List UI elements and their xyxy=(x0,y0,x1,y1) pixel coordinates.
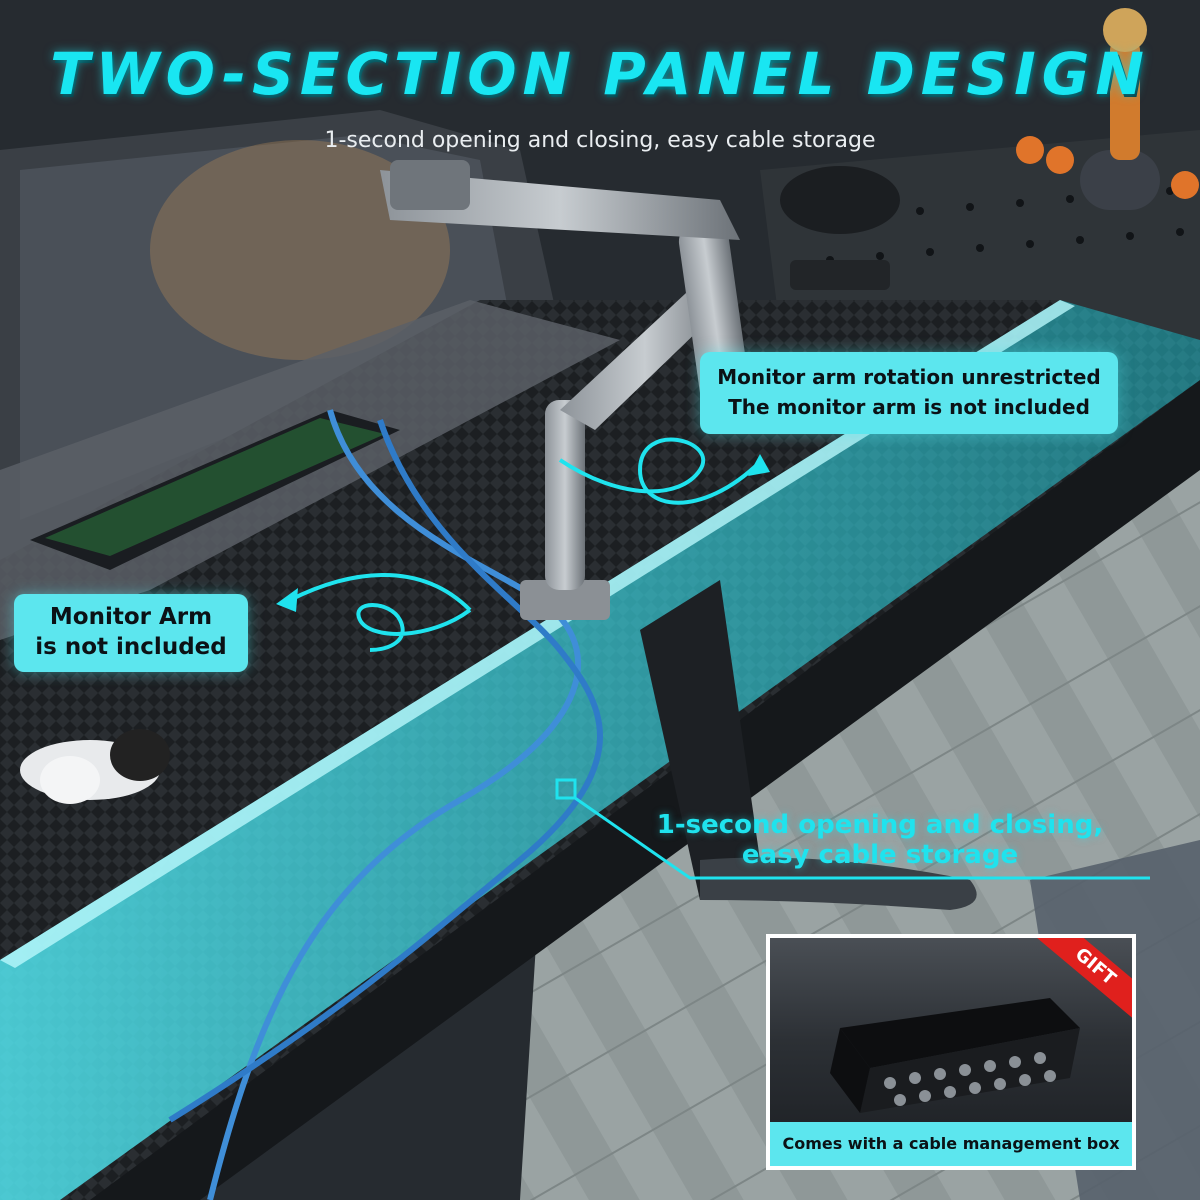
callout-arm-rotation: Monitor arm rotation unrestricted The mo… xyxy=(700,352,1118,434)
callout-arm-not-included: Monitor Arm is not included xyxy=(14,594,248,672)
page-title: TWO-SECTION PANEL DESIGN xyxy=(50,40,1150,108)
callout-arm-rotation-line1: Monitor arm rotation unrestricted xyxy=(717,365,1101,389)
feature-text: 1-second opening and closing, easy cable… xyxy=(600,810,1160,870)
gift-caption: Comes with a cable management box xyxy=(770,1122,1132,1166)
callout-arm-left-line1: Monitor Arm xyxy=(49,604,213,630)
feature-text-line2: easy cable storage xyxy=(741,840,1019,870)
cable-tray-image xyxy=(830,998,1080,1113)
gift-box: GIFT Comes with a cable management box xyxy=(766,934,1136,1170)
page-subtitle: 1-second opening and closing, easy cable… xyxy=(324,128,876,153)
feature-text-line1: 1-second opening and closing, xyxy=(656,810,1104,840)
callout-arm-left-line2: is not included xyxy=(35,634,227,660)
callout-arm-rotation-line2: The monitor arm is not included xyxy=(728,395,1090,419)
